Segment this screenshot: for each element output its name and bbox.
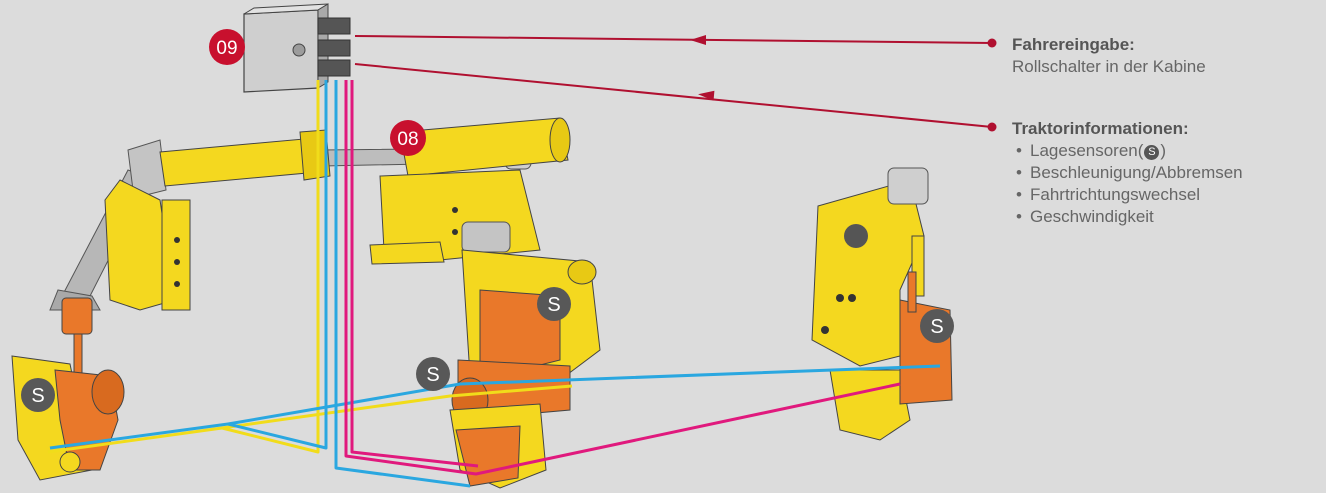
legend-driver-subtitle: Rollschalter in der Kabine bbox=[1012, 57, 1206, 76]
legend-tractor-info: Traktorinformationen: •Lagesensoren(S) •… bbox=[1012, 118, 1243, 228]
sensor-marker-middle-lower: S bbox=[416, 357, 450, 391]
bullet-icon: • bbox=[1016, 163, 1022, 182]
bullet-icon: • bbox=[1016, 185, 1022, 204]
list-item: •Fahrtrichtungswechsel bbox=[1012, 184, 1243, 206]
badge-controller: 09 bbox=[209, 29, 245, 65]
svg-text:S: S bbox=[31, 385, 44, 407]
svg-text:S: S bbox=[930, 316, 943, 338]
svg-text:08: 08 bbox=[397, 129, 418, 150]
controller-box bbox=[243, 3, 351, 93]
left-mast bbox=[11, 129, 331, 481]
signal-line-driver bbox=[354, 35, 997, 48]
badge-frame: 08 bbox=[390, 120, 426, 156]
list-item: •Geschwindigkeit bbox=[1012, 206, 1243, 228]
signal-line-tractor bbox=[354, 63, 997, 132]
sensor-icon: S bbox=[1144, 145, 1160, 160]
svg-text:S: S bbox=[426, 364, 439, 386]
list-item: •Lagesensoren(S) bbox=[1012, 140, 1243, 162]
bullet-icon: • bbox=[1016, 141, 1022, 160]
cables bbox=[47, 80, 941, 488]
legend-driver-title: Fahrereingabe: bbox=[1012, 35, 1135, 54]
sensor-marker-left: S bbox=[21, 378, 55, 412]
svg-text:09: 09 bbox=[216, 38, 237, 59]
list-item: •Beschleunigung/Abbremsen bbox=[1012, 162, 1243, 184]
legend-tractor-title: Traktorinformationen: bbox=[1012, 119, 1189, 138]
legend-driver-input: Fahrereingabe: Rollschalter in der Kabin… bbox=[1012, 34, 1206, 78]
bullet-icon: • bbox=[1016, 207, 1022, 226]
legend-tractor-list: •Lagesensoren(S) •Beschleunigung/Abbrems… bbox=[1012, 140, 1243, 228]
sensor-marker-middle-upper: S bbox=[537, 287, 571, 321]
middle-frame bbox=[369, 117, 601, 489]
sensor-marker-right: S bbox=[920, 309, 954, 343]
svg-text:S: S bbox=[547, 294, 560, 316]
